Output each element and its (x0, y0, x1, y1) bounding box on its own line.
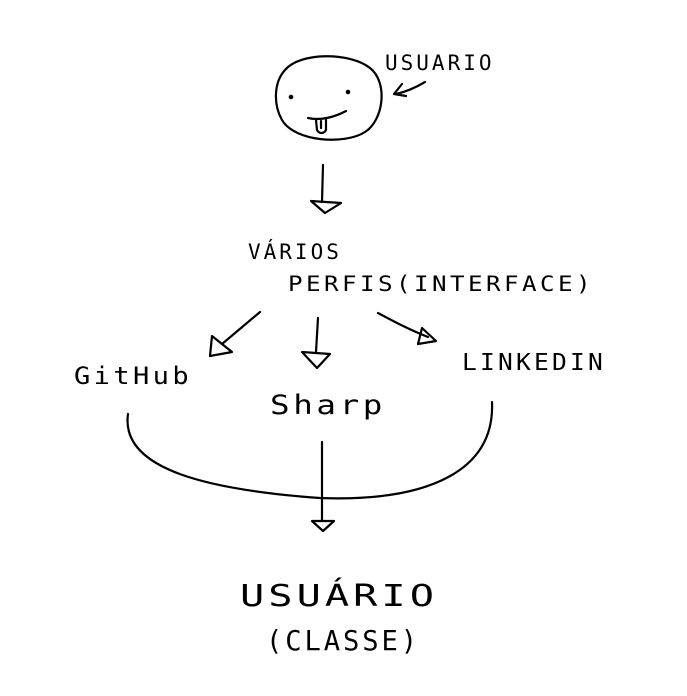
arrow-face-to-profiles (309, 163, 343, 215)
arrow-to-sharp (300, 316, 332, 370)
profiles-label-line2: PERFIS(INTERFACE) (288, 272, 594, 296)
arrow-to-user-class (310, 440, 336, 533)
user-label: USUARIO (385, 51, 495, 75)
arrow-to-linkedin (376, 311, 438, 346)
linkedin-label: LINKEDIN (462, 350, 606, 376)
profiles-label-line1: VÁRIOS (248, 239, 342, 264)
github-label: GitHub (74, 362, 192, 390)
sharp-label: Sharp (270, 390, 386, 421)
user-class-label-line2: (CLASSE) (266, 624, 420, 657)
smiley-face-icon (274, 55, 383, 141)
user-class-label-line1: USUÁRIO (240, 578, 438, 614)
merge-arc (126, 400, 494, 500)
arrow-to-github (208, 310, 262, 358)
label-arrow-icon (392, 80, 427, 98)
